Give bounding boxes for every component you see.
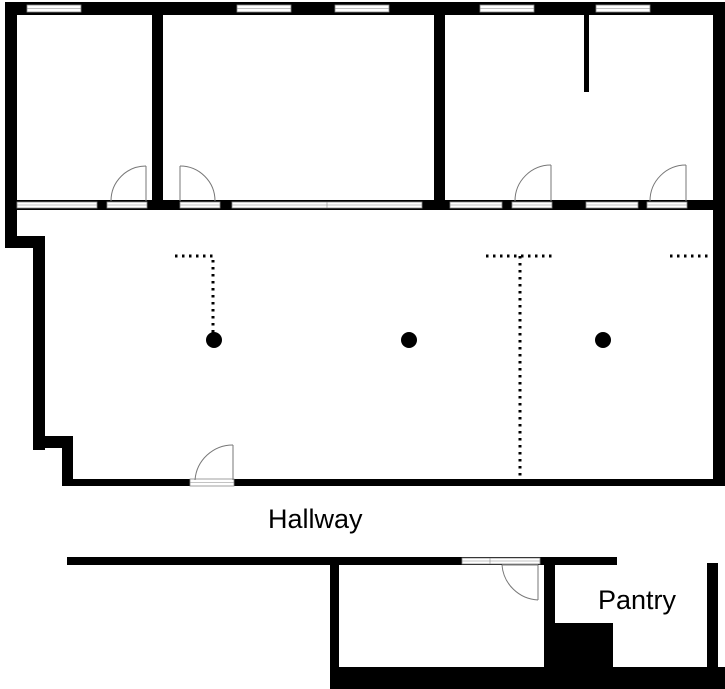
- pantry-label: Pantry: [598, 585, 677, 615]
- partition-wall-2: [434, 2, 445, 210]
- door-opening: [106, 201, 148, 209]
- window: [479, 4, 535, 13]
- door-swing: [110, 165, 147, 202]
- window: [26, 4, 82, 13]
- columns: [206, 332, 611, 348]
- top-windows: [26, 4, 651, 13]
- stub-wall: [584, 15, 589, 92]
- bottom-wall: [62, 479, 725, 486]
- upper-walls: [5, 2, 725, 486]
- dotted-partition-middle: [486, 254, 555, 476]
- door-swing: [514, 164, 552, 202]
- column: [206, 332, 222, 348]
- dotted-partition-left: [175, 254, 215, 336]
- column: [595, 332, 611, 348]
- window: [16, 201, 98, 209]
- lower-right-wall: [707, 563, 718, 689]
- door-opening: [179, 201, 221, 209]
- dotted-partitions: [175, 254, 710, 476]
- main-entrance-door: [189, 444, 235, 487]
- hallway-label: Hallway: [268, 504, 363, 534]
- column: [401, 332, 417, 348]
- window: [585, 201, 639, 209]
- pantry-block: [555, 623, 613, 689]
- window: [236, 4, 292, 13]
- window: [334, 4, 390, 13]
- right-wall: [713, 2, 725, 486]
- door-swing: [179, 165, 216, 202]
- lower-partition-wall: [544, 557, 555, 689]
- lower-left-wall: [330, 557, 339, 689]
- door-swings-upper: [110, 164, 687, 202]
- hallway-bottom-wall: [67, 557, 617, 565]
- lower-walls: [67, 557, 725, 689]
- window: [231, 201, 423, 209]
- lower-bottom-wall: [330, 667, 725, 689]
- window: [595, 4, 651, 13]
- partition-wall-1: [152, 2, 163, 210]
- left-wall-bottom: [62, 436, 73, 486]
- lower-door: [461, 557, 541, 601]
- interior-openings: [16, 201, 688, 209]
- window: [449, 201, 503, 209]
- left-wall-upper: [5, 2, 17, 248]
- left-wall-lower: [33, 236, 45, 450]
- door-swing: [649, 164, 687, 202]
- door-opening: [511, 201, 553, 209]
- door-opening: [646, 201, 688, 209]
